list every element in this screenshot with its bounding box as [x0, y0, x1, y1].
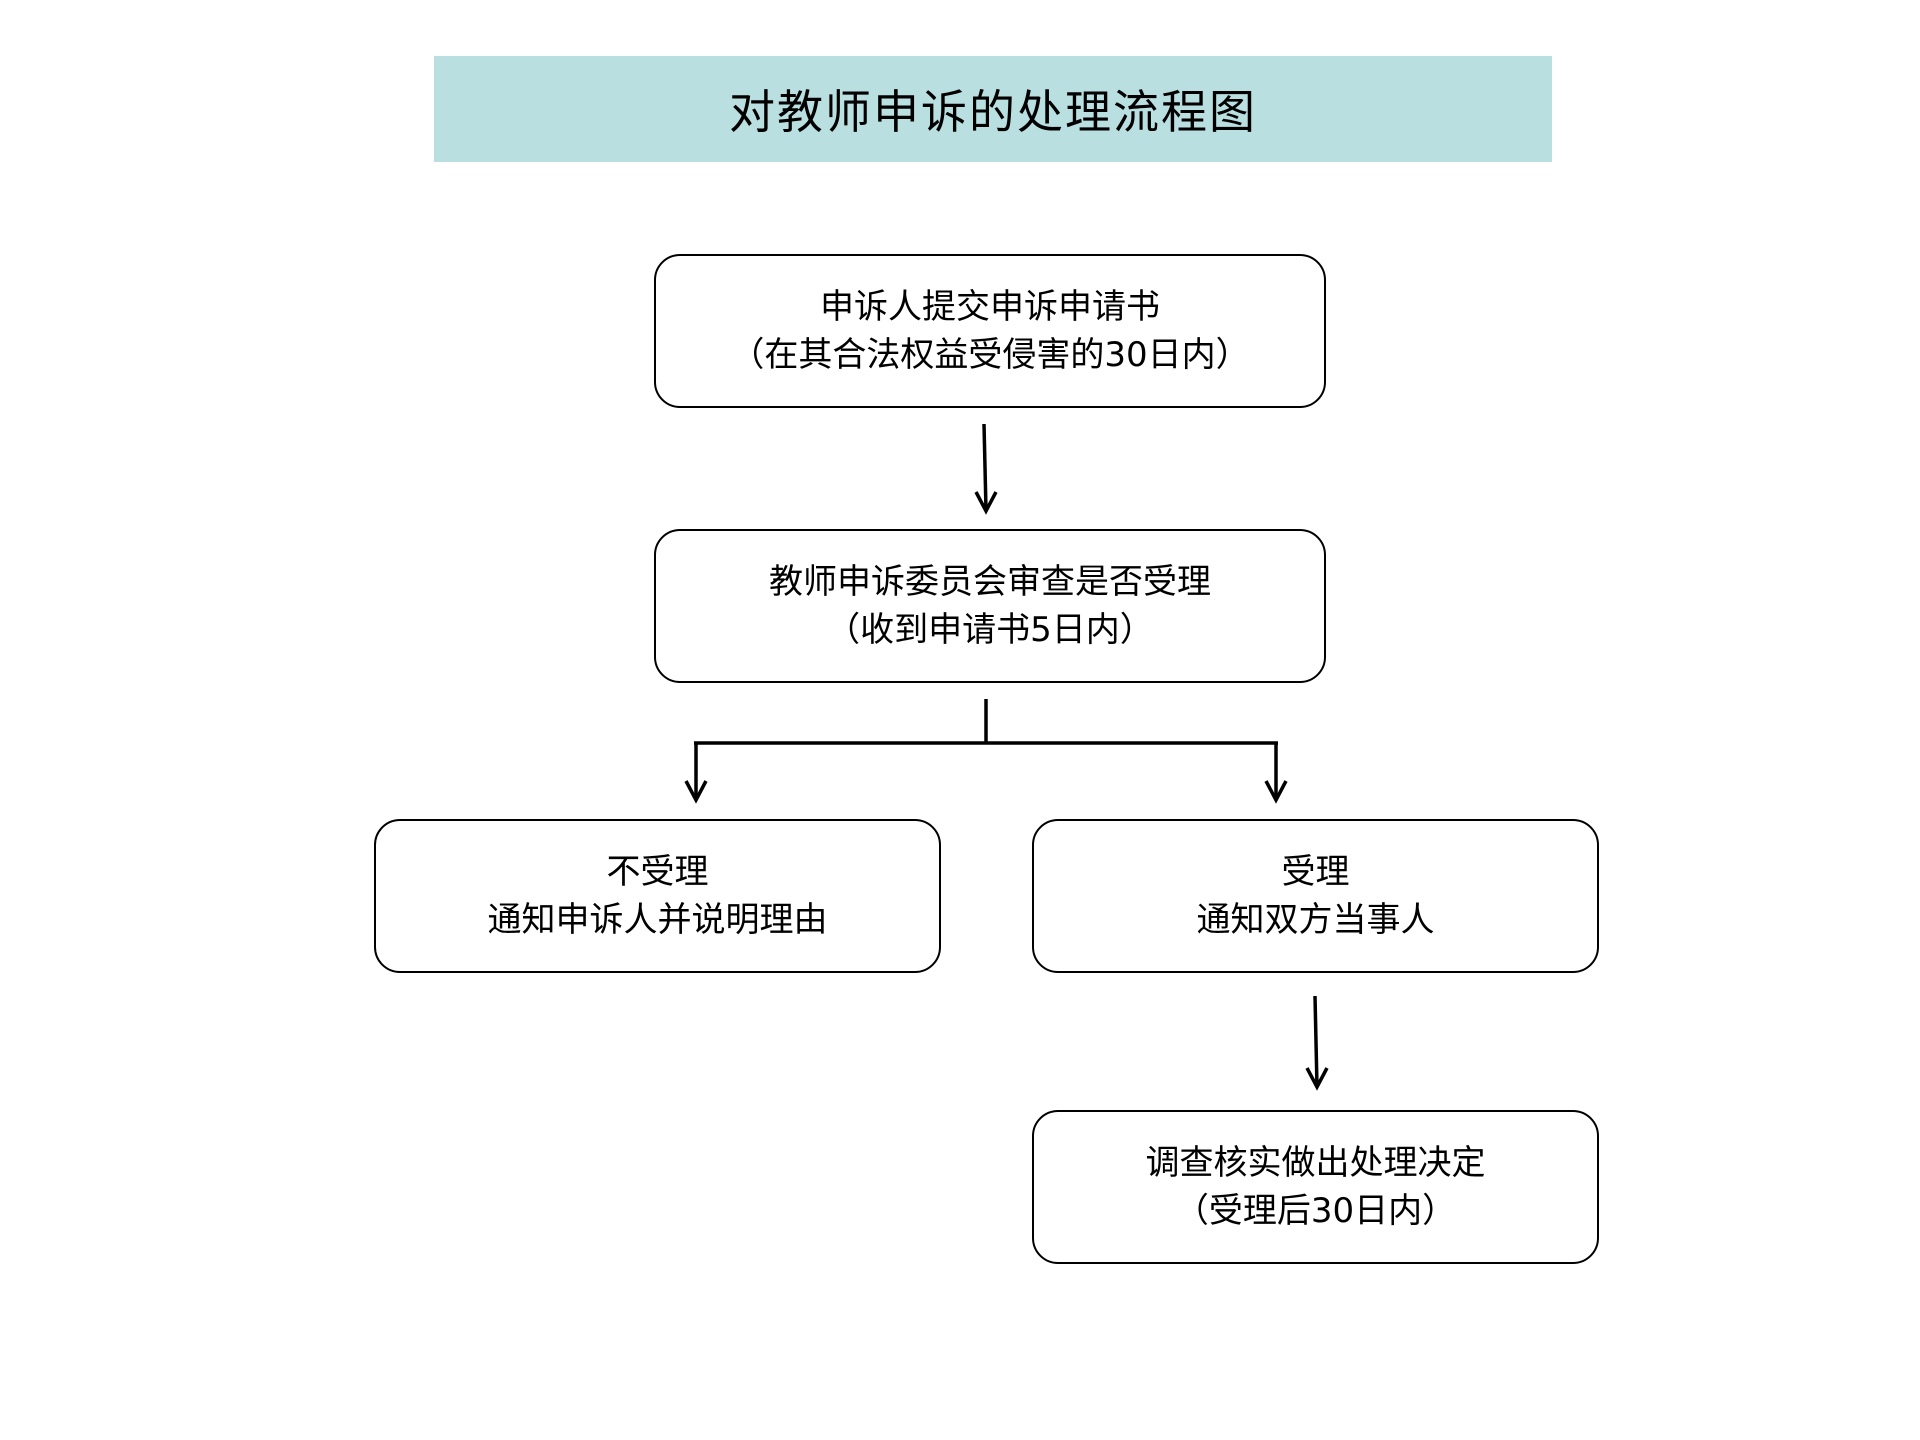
node-review-line2: （收到申请书5日内）	[826, 610, 1154, 650]
node-accepted: 受理 通知双方当事人	[1032, 819, 1599, 973]
edge-accept-to-decision	[1313, 995, 1319, 1088]
arrowhead-review	[974, 491, 998, 515]
arrowhead-reject	[684, 780, 708, 804]
node-not-accepted: 不受理 通知申诉人并说明理由	[374, 819, 941, 973]
title-banner: 对教师申诉的处理流程图	[434, 56, 1552, 162]
node-committee-review: 教师申诉委员会审查是否受理 （收到申请书5日内）	[654, 529, 1326, 683]
edge-submit-to-review	[982, 423, 988, 511]
node-decision-line2: （受理后30日内）	[1174, 1191, 1457, 1231]
node-submit-line1: 申诉人提交申诉申请书	[820, 287, 1160, 327]
node-review-line1: 教师申诉委员会审查是否受理	[769, 562, 1211, 602]
arrowhead-decision	[1305, 1067, 1329, 1091]
node-accept-line2: 通知双方当事人	[1196, 900, 1435, 940]
node-reject-line2: 通知申诉人并说明理由	[487, 900, 828, 940]
node-accept-line1: 受理	[1281, 852, 1350, 892]
node-submit-line2: （在其合法权益受侵害的30日内）	[730, 335, 1250, 375]
node-investigation-decision: 调查核实做出处理决定 （受理后30日内）	[1032, 1110, 1599, 1264]
node-reject-line1: 不受理	[606, 852, 709, 892]
arrowhead-accept	[1264, 780, 1288, 804]
node-decision-line1: 调查核实做出处理决定	[1145, 1143, 1486, 1183]
diagram-title: 对教师申诉的处理流程图	[729, 85, 1257, 139]
node-submit-application: 申诉人提交申诉申请书 （在其合法权益受侵害的30日内）	[654, 254, 1326, 408]
